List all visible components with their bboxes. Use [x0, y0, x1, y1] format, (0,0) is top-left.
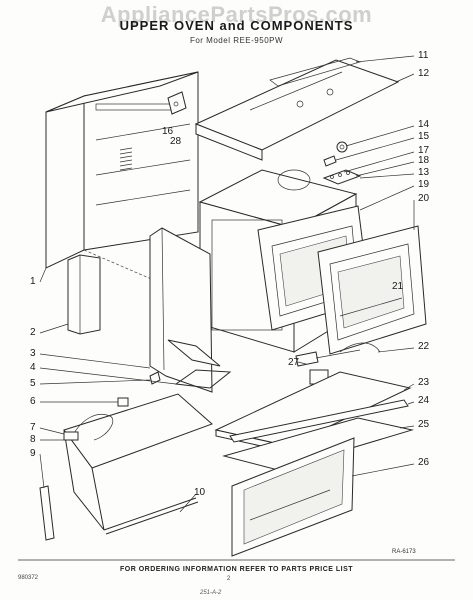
callout-18: 18 — [418, 155, 430, 166]
part-11-12-top-panel — [194, 57, 400, 161]
callout-9: 9 — [30, 448, 36, 459]
callout-26: 26 — [418, 457, 430, 468]
part-7-8-trim-panel — [63, 393, 213, 531]
callout-7: 7 — [30, 422, 36, 433]
part-14-15-knob — [323, 141, 348, 167]
part-6-connector — [117, 397, 129, 407]
part-4-bracket — [174, 369, 232, 389]
footer-left-code: 980372 — [18, 575, 39, 581]
page-title: UPPER OVEN and COMPONENTS — [119, 18, 354, 33]
callout-6: 6 — [30, 396, 36, 407]
part-10-rod — [103, 497, 199, 535]
callout-14: 14 — [418, 119, 430, 130]
callout-13: 13 — [418, 167, 430, 178]
callout-27: 27 — [288, 357, 300, 368]
part-23-24-bottom-tray — [214, 371, 412, 453]
callout-5: 5 — [30, 378, 36, 389]
page-number: 2 — [227, 576, 231, 582]
callout-10: 10 — [194, 487, 206, 498]
ordering-info: FOR ORDERING INFORMATION REFER TO PARTS … — [119, 566, 354, 573]
callout-12: 12 — [418, 68, 430, 79]
callout-1: 1 — [30, 276, 36, 287]
callout-4: 4 — [30, 362, 36, 373]
callout-8: 8 — [30, 434, 36, 445]
callout-19: 19 — [418, 179, 430, 190]
callout-2: 2 — [30, 327, 36, 338]
callout-25: 25 — [418, 419, 430, 430]
part-1-rear-frame — [45, 71, 201, 301]
callout-3: 3 — [30, 348, 36, 359]
callout-23: 23 — [418, 377, 430, 388]
callout-15: 15 — [418, 131, 430, 142]
callout-20: 20 — [418, 193, 430, 204]
callout-28: 28 — [170, 136, 182, 147]
reference-code: RA-6173 — [392, 549, 416, 555]
page-subtitle: For Model REE-950PW — [189, 36, 284, 45]
callout-24: 24 — [418, 395, 430, 406]
part-20-door-inner-frame — [317, 225, 427, 355]
part-2-side-channel — [67, 254, 101, 335]
part-25-26-door-panel — [222, 417, 414, 557]
part-9-side-strip — [39, 485, 55, 541]
part-16-28-bracket — [167, 91, 187, 115]
footer-bottom-code: 251-A-2 — [200, 590, 222, 596]
part-13-18-terminal-block — [322, 169, 362, 185]
callout-22: 22 — [418, 341, 430, 352]
leader-lines — [39, 55, 415, 513]
callout-17: 17 — [418, 145, 430, 156]
callout-11: 11 — [418, 50, 429, 61]
callout-16: 16 — [162, 126, 174, 137]
callout-21: 21 — [392, 281, 404, 292]
part-3-side-panel — [149, 227, 221, 393]
